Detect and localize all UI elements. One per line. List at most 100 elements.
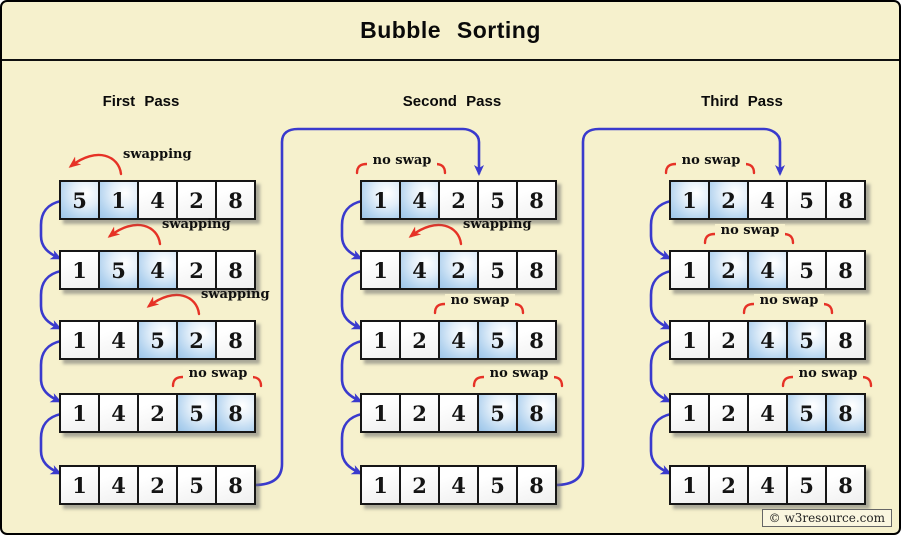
array-cell: 8 [217, 252, 254, 288]
array-cell: 4 [749, 182, 788, 218]
array-cell: 8 [518, 395, 555, 431]
no-swap-label: no swap [676, 154, 746, 168]
array-cell: 1 [671, 322, 710, 358]
array-cell: 8 [827, 395, 864, 431]
array-cell: 8 [827, 322, 864, 358]
row-connector-arrow [649, 339, 673, 403]
array-cell: 8 [217, 182, 254, 218]
array-cell: 2 [178, 252, 217, 288]
title-bar: Bubble Sorting [2, 2, 899, 61]
array-cell: 5 [479, 395, 518, 431]
array-cell: 1 [362, 395, 401, 431]
array-cell: 4 [401, 182, 440, 218]
no-swap-label: no swap [793, 367, 863, 381]
array-cell: 4 [440, 322, 479, 358]
no-swap-label: no swap [754, 294, 824, 308]
array-cell: 4 [139, 182, 178, 218]
array-cell: 2 [710, 322, 749, 358]
array-cell: 8 [217, 467, 254, 503]
row-connector-arrow [39, 269, 63, 330]
array-cell: 2 [178, 322, 217, 358]
array-cell: 4 [749, 252, 788, 288]
pass-header-first: First Pass [102, 93, 180, 110]
row-connector-arrow [39, 412, 63, 475]
array-cell: 5 [178, 467, 217, 503]
array-cell: 2 [139, 395, 178, 431]
no-swap-label: no swap [445, 294, 515, 308]
array-cell: 4 [100, 467, 139, 503]
array-cell: 1 [61, 252, 100, 288]
swapping-label: swapping [123, 147, 192, 162]
row-connector-arrow [340, 269, 364, 330]
pass-connector-arrow [553, 127, 785, 487]
array-cell: 1 [671, 467, 710, 503]
array-cell: 4 [100, 322, 139, 358]
page-title: Bubble Sorting [360, 17, 541, 43]
array-cell: 4 [749, 322, 788, 358]
row-connector-arrow [649, 269, 673, 330]
array-cell: 4 [401, 252, 440, 288]
array-cell: 8 [518, 252, 555, 288]
row-connector-arrow [649, 412, 673, 475]
no-swap-label: no swap [183, 367, 253, 381]
array-cell: 1 [362, 182, 401, 218]
array-cell: 8 [217, 395, 254, 431]
array-cell: 2 [178, 182, 217, 218]
row-connector-arrow [39, 199, 63, 260]
array-cell: 5 [788, 322, 827, 358]
array-cell: 4 [440, 467, 479, 503]
array-cell: 8 [827, 467, 864, 503]
array-cell: 1 [61, 467, 100, 503]
array-cell: 2 [710, 467, 749, 503]
array-cell: 5 [178, 395, 217, 431]
array-cell: 2 [139, 467, 178, 503]
row-connector-arrow [340, 199, 364, 260]
array-cell: 1 [61, 395, 100, 431]
array-cell: 5 [479, 322, 518, 358]
watermark: © w3resource.com [761, 509, 892, 527]
array-cell: 2 [710, 395, 749, 431]
array-cell: 2 [440, 182, 479, 218]
row-connector-arrow [340, 412, 364, 475]
swap-arrow [146, 293, 201, 316]
array-cell: 4 [100, 395, 139, 431]
array-cell: 2 [401, 395, 440, 431]
no-swap-label: no swap [715, 224, 785, 238]
swapping-label: swapping [201, 287, 270, 302]
array-cell: 1 [362, 467, 401, 503]
array-cell: 5 [61, 182, 100, 218]
pass-connector-arrow [252, 127, 484, 487]
array-cell: 1 [671, 182, 710, 218]
array-cell: 8 [827, 182, 864, 218]
pass-header-second: Second Pass [402, 93, 502, 110]
row-connector-arrow [340, 339, 364, 403]
array-cell: 2 [401, 467, 440, 503]
array-cell: 1 [61, 322, 100, 358]
swap-arrow [107, 223, 162, 246]
array-cell: 5 [479, 252, 518, 288]
array-cell: 8 [827, 252, 864, 288]
array-cell: 1 [100, 182, 139, 218]
array-cell: 5 [479, 467, 518, 503]
array-cell: 4 [749, 467, 788, 503]
no-swap-label: no swap [367, 154, 437, 168]
pass-header-third: Third Pass [701, 93, 783, 110]
row-connector-arrow [649, 199, 673, 260]
array-cell: 8 [518, 322, 555, 358]
row-connector-arrow [39, 339, 63, 403]
array-cell: 1 [362, 322, 401, 358]
